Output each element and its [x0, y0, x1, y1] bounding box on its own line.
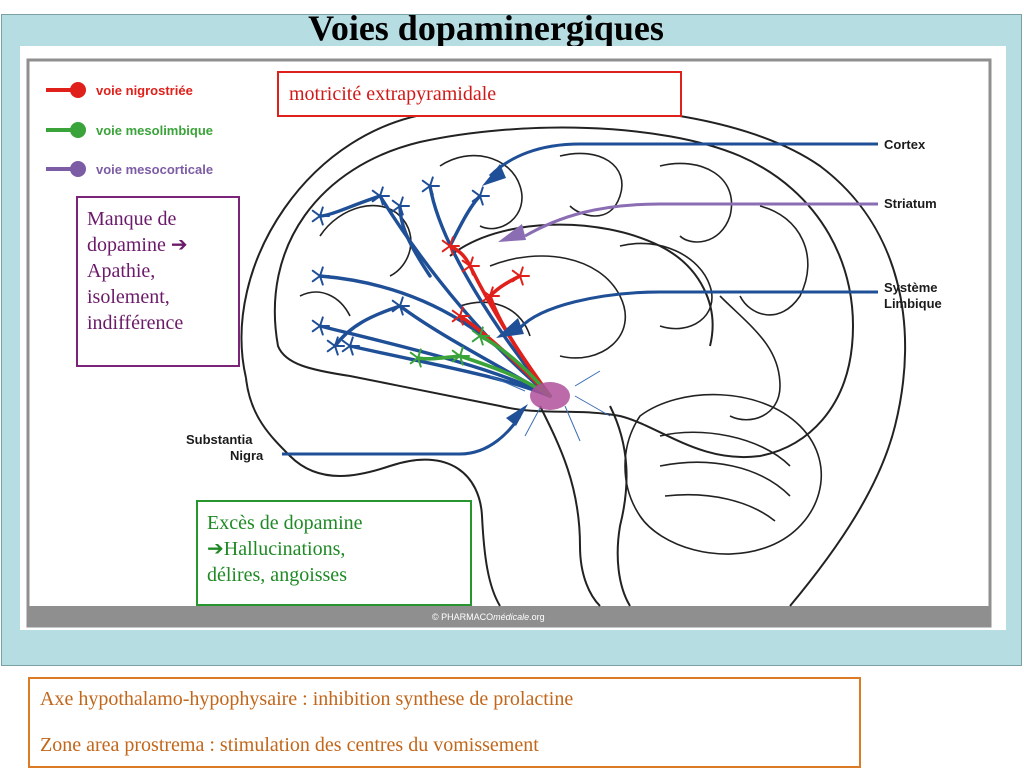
- dopaminergic-nucleus: [489, 370, 611, 442]
- terminal-arbor: [311, 266, 330, 286]
- striatum-pointer: [524, 202, 878, 238]
- terminal-arbor: [451, 346, 470, 366]
- pathway-fiber: [398, 204, 432, 278]
- terminal-arbor: [511, 266, 530, 286]
- limbic-arrowhead: [496, 318, 524, 338]
- pathway-fiber: [333, 304, 402, 348]
- legend-label-mesocortical: voie mesocorticale: [96, 162, 213, 177]
- terminal-arbor: [451, 306, 470, 326]
- note-text: motricité extrapyramidale: [289, 83, 497, 105]
- note-line: Excès de dopamine: [207, 512, 363, 534]
- pathway-fiber: [448, 194, 482, 248]
- legend-item-mesocortical: voie mesocorticale: [46, 161, 213, 177]
- brain-figure: © PHARMACOmédicale.org: [20, 46, 1006, 630]
- copyright-italic: médicale: [493, 612, 529, 622]
- pathway-legend: voie nigrostriée voie mesolimbique voie …: [46, 82, 213, 177]
- note-line: Manque de: [87, 208, 177, 230]
- terminal-arbor: [409, 348, 428, 368]
- pathway-fiber: [348, 344, 552, 398]
- terminal-arbor: [421, 176, 440, 196]
- note-mesocortical-deficit: Manque de dopamine ➔ Apathie, isolement,…: [76, 196, 240, 367]
- note-line: ➔Hallucinations,: [207, 538, 346, 560]
- brain-diagram: © PHARMACOmédicale.org: [26, 58, 992, 628]
- substantia-arrowhead: [506, 404, 528, 426]
- cerebellum: [624, 393, 823, 555]
- bottom-note-line: Axe hypothalamo-hypophysaire : inhibitio…: [40, 688, 574, 710]
- note-line: délires, angoisses: [207, 564, 347, 586]
- striatum-arrowhead: [498, 224, 526, 242]
- cortex-pointer: [488, 142, 878, 178]
- terminal-arbor: [326, 336, 345, 356]
- label-limbic-line1: Système: [884, 280, 937, 295]
- terminal-arbor: [391, 296, 410, 316]
- terminal-arbor: [371, 186, 390, 206]
- terminal-arbor: [341, 336, 360, 356]
- bottom-note-line: Zone area prostrema : stimulation des ce…: [40, 734, 539, 756]
- legend-swatch-dot: [70, 82, 86, 98]
- slide-title: Voies dopaminergiques: [308, 8, 664, 48]
- label-substantia-line1: Substantia: [186, 432, 253, 447]
- terminal-arbor: [441, 236, 460, 256]
- terminal-arbor: [461, 256, 480, 276]
- copyright-prefix: © PHARMACO: [432, 612, 493, 622]
- face-outline: [245, 377, 501, 607]
- note-mesolimbic-excess: Excès de dopamine ➔Hallucinations, délir…: [196, 500, 472, 606]
- legend-item-mesolimbic: voie mesolimbique: [46, 122, 213, 138]
- region-pointers: [282, 142, 878, 456]
- copyright-bar: [28, 606, 990, 626]
- substantia-pointer: [282, 415, 522, 456]
- label-limbic-line2: Limbique: [884, 296, 942, 311]
- nucleus-body: [530, 382, 570, 410]
- brainstem-rear: [609, 405, 631, 607]
- brainstem: [539, 405, 601, 607]
- copyright-suffix: .org: [529, 612, 545, 622]
- bottom-notes-box: Axe hypothalamo-hypophysaire : inhibitio…: [28, 677, 861, 768]
- terminal-arbor: [481, 286, 500, 306]
- legend-swatch-dot: [70, 161, 86, 177]
- copyright-text: © PHARMACOmédicale.org: [432, 612, 545, 622]
- terminal-arbor: [391, 196, 410, 216]
- legend-swatch-dot: [70, 122, 86, 138]
- limbic-pointer: [518, 290, 878, 330]
- note-line: dopamine ➔: [87, 234, 188, 256]
- legend-label-mesolimbic: voie mesolimbique: [96, 123, 213, 138]
- terminal-arbor: [311, 316, 330, 336]
- corpus-callosum: [449, 223, 714, 347]
- legend-label-nigrostriatal: voie nigrostriée: [96, 83, 193, 98]
- terminal-arbor: [471, 186, 490, 206]
- legend-item-nigrostriatal: voie nigrostriée: [46, 82, 193, 98]
- note-line: indifférence: [87, 312, 184, 334]
- pathway-fiber: [448, 244, 472, 268]
- cortex-arrowhead: [482, 164, 506, 186]
- label-cortex: Cortex: [884, 137, 926, 152]
- note-line: Apathie,: [87, 260, 156, 282]
- terminal-arbor: [311, 206, 330, 226]
- pathway-fiber: [378, 194, 552, 398]
- note-line: isolement,: [87, 286, 170, 308]
- note-extrapyramidal: motricité extrapyramidale: [277, 71, 682, 117]
- nucleus-fibers: [489, 370, 611, 442]
- label-substantia-line2: Nigra: [230, 448, 264, 463]
- brain-outline: [273, 126, 854, 459]
- terminal-arbor: [471, 326, 490, 346]
- label-striatum: Striatum: [884, 196, 937, 211]
